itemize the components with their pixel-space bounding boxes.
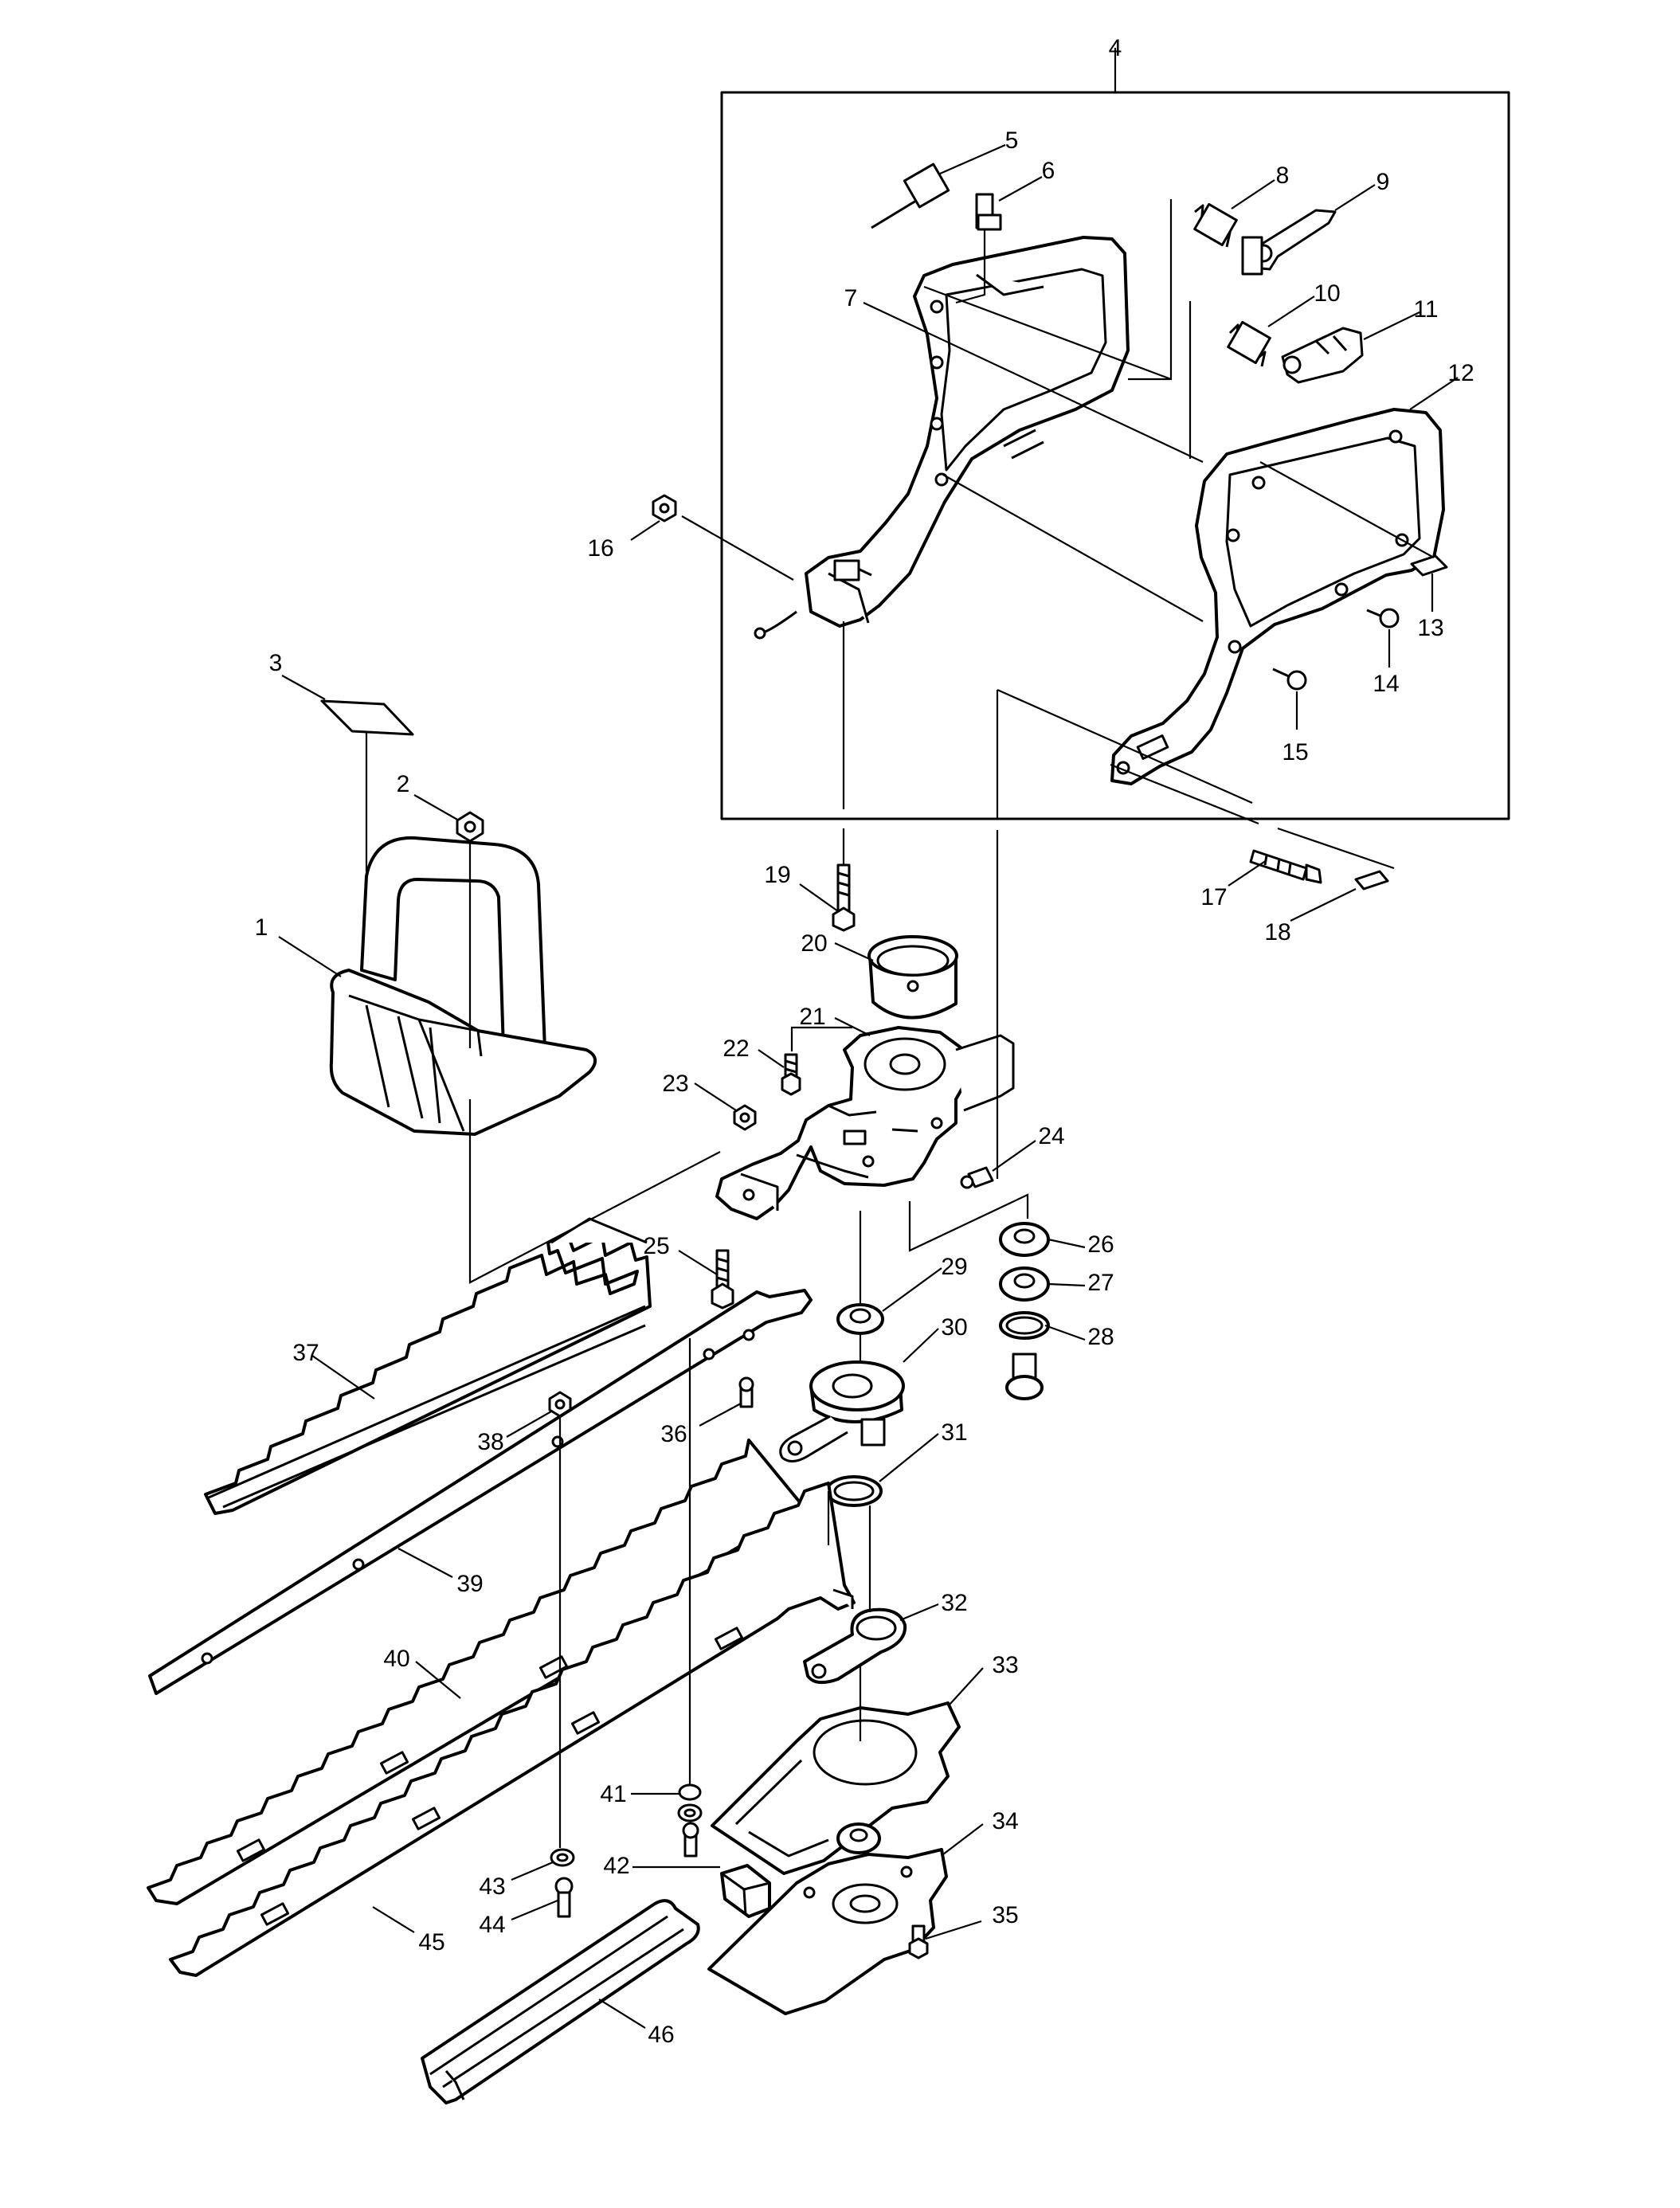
label-34: 34 [992,1808,1018,1834]
part-12-handle-cover [1110,408,1445,785]
part-28-circlip [999,1311,1050,1340]
part-43-washer [550,1848,575,1867]
part-46-blade-sheath [421,1899,700,2104]
label-31: 31 [941,1419,967,1446]
label-35: 35 [992,1902,1018,1928]
part-19-bolt [832,863,856,932]
label-2: 2 [397,771,410,797]
part-17-bolt [1249,849,1322,884]
part-2-nut [456,811,484,843]
label-27: 27 [1087,1270,1114,1296]
part-5-switch [871,162,950,229]
label-43: 43 [479,1873,505,1900]
part-8-spring [1193,202,1238,248]
part-33-bearing [836,1822,881,1854]
label-14: 14 [1373,671,1399,697]
label-42: 42 [603,1853,629,1879]
part-14-screw [1366,608,1400,628]
part-35-screw [908,1924,929,1959]
label-15: 15 [1282,739,1308,765]
part-26-bearing [999,1222,1050,1257]
part-23-nut [733,1104,757,1131]
part-44-screw [554,1877,574,1918]
label-21: 21 [799,1004,825,1030]
part-36-screw [738,1376,754,1408]
part-25-bolt [711,1249,734,1310]
part-27-bearing [999,1266,1050,1302]
part-41-screw [682,1822,699,1858]
label-40: 40 [383,1646,409,1672]
part-37-blade-guard [204,1217,652,1515]
part-16-nut [652,494,677,523]
label-23: 23 [662,1071,688,1097]
label-36: 36 [660,1421,687,1447]
label-39: 39 [456,1571,483,1597]
part-9-throttle-trigger [1241,209,1337,276]
label-28: 28 [1087,1324,1114,1350]
part-1-front-handle [329,836,597,1136]
label-11: 11 [1413,296,1438,323]
label-1: 1 [255,914,268,941]
label-22: 22 [723,1035,749,1062]
part-6-stopper [975,193,1002,231]
part-22-bolt [781,1053,801,1096]
part-32-connecting-rod [803,1607,907,1685]
label-8: 8 [1276,162,1290,189]
label-24: 24 [1038,1123,1064,1149]
part-34-gear-cover [707,1848,948,2015]
label-37: 37 [292,1340,319,1366]
part-45-lower-blade [169,1482,856,1977]
part-41-washer [677,1783,703,1822]
part-24-grease-nipple [960,1166,994,1189]
part-3-label-sticker [320,699,414,736]
label-18: 18 [1264,919,1290,945]
label-5: 5 [1005,127,1019,154]
label-9: 9 [1377,169,1390,195]
label-7: 7 [844,285,858,311]
part-29-bearing [836,1303,884,1335]
label-46: 46 [648,2022,674,2048]
part-21-gear-housing [715,1026,1015,1220]
label-19: 19 [764,862,790,888]
label-17: 17 [1200,884,1227,910]
label-12: 12 [1447,360,1474,386]
part-18-label [1354,870,1389,891]
part-42-spacer-block [720,1864,771,1918]
label-32: 32 [941,1590,967,1616]
label-44: 44 [479,1912,505,1938]
label-4: 4 [1109,35,1122,61]
label-38: 38 [477,1429,503,1455]
leader-lines [278,143,1459,2029]
label-6: 6 [1042,158,1055,184]
label-3: 3 [269,650,283,676]
label-45: 45 [418,1929,444,1955]
label-25: 25 [643,1233,669,1259]
part-31-circlip [825,1475,883,1507]
label-26: 26 [1087,1231,1114,1258]
label-30: 30 [941,1314,967,1341]
label-41: 41 [600,1781,626,1807]
part-13-label [1410,554,1448,577]
part-20-clutch-drum [867,935,958,1020]
part-28-bushing [1005,1353,1044,1400]
part-30-crank-gear [779,1360,905,1462]
label-33: 33 [992,1652,1018,1678]
part-number-labels: 1 2 3 4 5 6 7 8 9 10 11 12 13 14 15 16 1… [255,35,1474,2048]
part-15-screw [1272,667,1307,691]
label-13: 13 [1417,615,1443,641]
part-11-lock-lever [1281,327,1364,384]
label-20: 20 [801,930,827,957]
part-10-spring [1227,320,1271,367]
label-10: 10 [1314,280,1340,307]
label-29: 29 [941,1254,967,1280]
part-7-rear-handle [754,236,1130,640]
part-33-gasket [711,1701,961,1875]
label-16: 16 [587,535,613,562]
